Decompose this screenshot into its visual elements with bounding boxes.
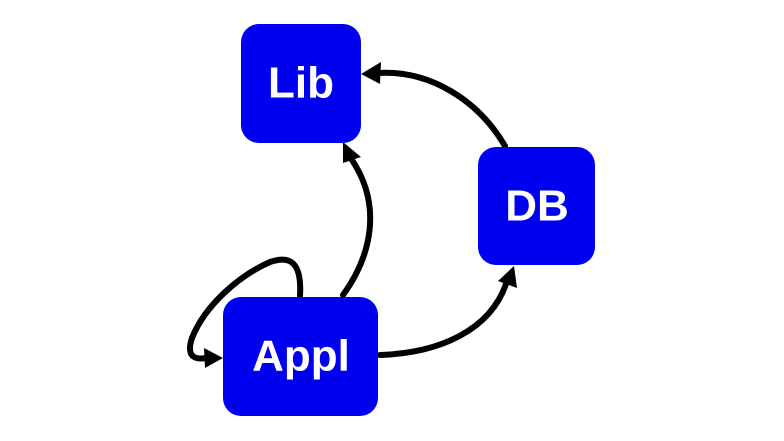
node-appl: Appl	[223, 297, 378, 416]
node-lib-box	[241, 24, 361, 143]
edge-appl-self-loop-arrowhead	[204, 348, 223, 368]
node-db-label: DB	[505, 182, 569, 231]
edge-appl-self-loop	[186, 256, 304, 362]
edge-appl-to-db-arrowhead	[498, 266, 517, 288]
node-db: DB	[478, 147, 595, 265]
edge-db-to-lib	[375, 69, 508, 149]
node-lib: Lib	[241, 24, 361, 143]
node-appl-label: Appl	[252, 332, 350, 381]
edge-appl-to-db	[377, 281, 509, 358]
edges	[186, 62, 517, 368]
node-lib-label: Lib	[268, 59, 334, 108]
edge-appl-to-lib-arrowhead	[343, 142, 361, 163]
edge-db-to-lib-arrowhead	[361, 62, 381, 84]
node-db-box	[478, 147, 595, 265]
node-appl-box	[223, 297, 378, 416]
edge-appl-to-lib	[340, 157, 374, 298]
